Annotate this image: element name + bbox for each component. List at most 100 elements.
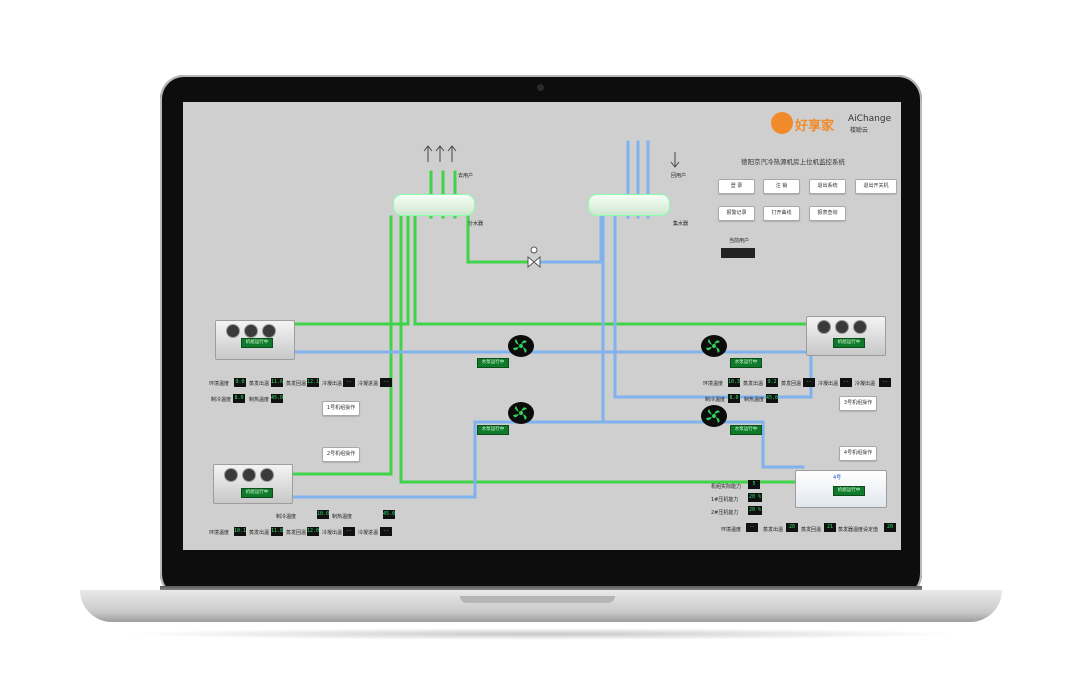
- unit4-env-temp-value: --: [746, 523, 758, 532]
- page-title: 德阳京汽冷热源机房上位机监控系统: [741, 158, 845, 166]
- unit1-out-temp-label: 蒸发出温: [249, 381, 270, 387]
- pump-c-status-tag: 水泵运行中: [730, 358, 762, 368]
- pump-b-status-tag: 水泵运行中: [477, 425, 509, 435]
- unit3-in-temp-value: --: [803, 378, 815, 387]
- unit4-cap-actual-label: 机组实际能力: [711, 484, 742, 490]
- unit2-out-temp-label: 蒸发出温: [249, 530, 270, 536]
- unit3-cond-out-label: 冷凝出温: [818, 381, 839, 387]
- unit3-env-temp-label: 环境温度: [703, 381, 724, 387]
- alarm-record-button[interactable]: 报警记录: [718, 206, 755, 221]
- exit-boot-button[interactable]: 退出开关机: [855, 179, 897, 194]
- fan-icon: [224, 468, 238, 482]
- exit-system-button[interactable]: 退出系统: [809, 179, 846, 194]
- supply-header-tank: [393, 194, 475, 216]
- unit3-in-temp-label: 蒸发回温: [781, 381, 802, 387]
- unit1-cond-out-label: 冷凝出温: [322, 381, 343, 387]
- return-label: 回用户: [671, 173, 687, 179]
- fan-icon: [242, 468, 256, 482]
- brand-aichange: AiChange: [848, 114, 892, 124]
- unit2-operate-button[interactable]: 2号机组操作: [322, 447, 360, 462]
- pump-a-fan-icon: [508, 335, 534, 357]
- unit3-operate-button[interactable]: 3号机组操作: [839, 396, 877, 411]
- pump-d-status-tag: 水泵运行中: [730, 425, 762, 435]
- chiller-unit-3: [806, 316, 886, 356]
- unit1-env-temp-value: 9.0: [234, 378, 246, 387]
- unit4-cap-actual-value: 5: [748, 480, 760, 489]
- return-tank-label: 集水器: [673, 221, 689, 227]
- unit4-cap-set-label: 蒸发器温度设定值: [838, 527, 879, 533]
- unit2-cool-set-value: 10.0: [317, 510, 330, 519]
- scada-screen: 去用户 分水器 回用户 集水器 好享家 AiChange 楼聪云 德阳京汽冷热源…: [183, 102, 901, 550]
- unit3-cond-in-value: --: [879, 378, 891, 387]
- pump-c-fan-icon: [701, 335, 727, 357]
- unit1-cond-in-label: 冷凝进温: [358, 381, 379, 387]
- pipe-diagram: [291, 140, 885, 499]
- pump-a-status-tag: 水泵运行中: [477, 358, 509, 368]
- login-button[interactable]: 登 录: [718, 179, 755, 194]
- unit3-out-temp-label: 蒸发出温: [743, 381, 764, 387]
- unit4-env-temp-label: 环境温度: [721, 527, 742, 533]
- unit2-heat-set-label: 制热温度: [332, 514, 353, 520]
- fan-icon: [244, 324, 258, 338]
- fan-icon: [853, 320, 867, 334]
- unit1-out-temp-value: 11.6: [271, 378, 284, 387]
- supply-label: 去用户: [458, 173, 474, 179]
- pump-b-fan-icon: [508, 402, 534, 424]
- unit2-heat-set-value: 45.0: [383, 510, 396, 519]
- unit3-cool-set-value: 8.0: [728, 394, 740, 403]
- unit1-cond-in-value: --: [380, 378, 392, 387]
- unit2-in-temp-value: 12.0: [307, 527, 320, 536]
- unit3-out-temp-value: 9.2: [766, 378, 778, 387]
- brand-sub: 楼聪云: [850, 127, 869, 134]
- unit3-status-tag: 机组运行中: [833, 338, 865, 348]
- unit2-env-temp-value: 10.1: [234, 527, 247, 536]
- unit3-heat-set-label: 制热温度: [744, 397, 765, 403]
- unit4-cap1-value: 20 %: [748, 493, 762, 502]
- unit1-cool-set-value: 8.0: [233, 394, 245, 403]
- unit2-env-temp-label: 环境温度: [209, 530, 230, 536]
- fan-icon: [262, 324, 276, 338]
- return-header-tank: [588, 194, 670, 216]
- unit1-heat-set-value: 45.0: [271, 394, 284, 403]
- fan-icon: [817, 320, 831, 334]
- report-query-button[interactable]: 报表查询: [809, 206, 846, 221]
- unit3-env-temp-value: 10.3: [728, 378, 741, 387]
- unit4-cap-set-value: 20: [884, 523, 896, 532]
- unit2-status-tag: 机组运行中: [241, 488, 273, 498]
- unit3-cool-set-label: 制冷温度: [705, 397, 726, 403]
- unit1-cool-set-label: 制冷温度: [211, 397, 232, 403]
- unit1-operate-button[interactable]: 1号机组操作: [322, 401, 360, 416]
- unit4-cap1-label: 1#压机能力: [711, 497, 739, 503]
- laptop-shadow: [120, 628, 962, 640]
- current-user-label: 当前用户: [729, 238, 750, 244]
- trackpad-notch: [460, 596, 615, 603]
- unit2-in-temp-label: 蒸发回温: [286, 530, 307, 536]
- unit2-cond-in-label: 冷凝进温: [358, 530, 379, 536]
- unit1-env-temp-label: 环境温度: [209, 381, 230, 387]
- unit2-cool-set-label: 制冷温度: [276, 514, 297, 520]
- unit4-out-temp-value: 20: [786, 523, 798, 532]
- unit1-in-temp-label: 蒸发回温: [286, 381, 307, 387]
- unit2-cond-in-value: --: [380, 527, 392, 536]
- unit4-out-temp-label: 蒸发出温: [763, 527, 784, 533]
- logout-button[interactable]: 注 销: [763, 179, 800, 194]
- chiller-unit-2: [213, 464, 293, 504]
- supply-tank-label: 分水器: [468, 221, 484, 227]
- unit1-heat-set-label: 制热温度: [249, 397, 270, 403]
- unit3-cond-in-label: 冷凝出温: [855, 381, 876, 387]
- unit4-operate-button[interactable]: 4号机组操作: [839, 446, 877, 461]
- current-user-display: [721, 248, 755, 258]
- unit3-heat-set-value: 45.0: [766, 394, 779, 403]
- laptop-base: [80, 590, 1002, 622]
- brand-logo-text: 好享家: [795, 119, 835, 134]
- unit4-cap2-label: 2#压机能力: [711, 510, 739, 516]
- unit4-cap2-value: 20 %: [748, 506, 762, 515]
- unit1-status-tag: 机组运行中: [241, 338, 273, 348]
- fan-icon: [260, 468, 274, 482]
- open-curve-button[interactable]: 打开曲线: [763, 206, 800, 221]
- unit1-in-temp-value: 12.1: [307, 378, 320, 387]
- webcam: [537, 84, 544, 91]
- unit4-label: 4号: [833, 475, 842, 481]
- unit4-status-tag: 机组运行中: [833, 486, 865, 496]
- unit2-cond-out-value: --: [343, 527, 355, 536]
